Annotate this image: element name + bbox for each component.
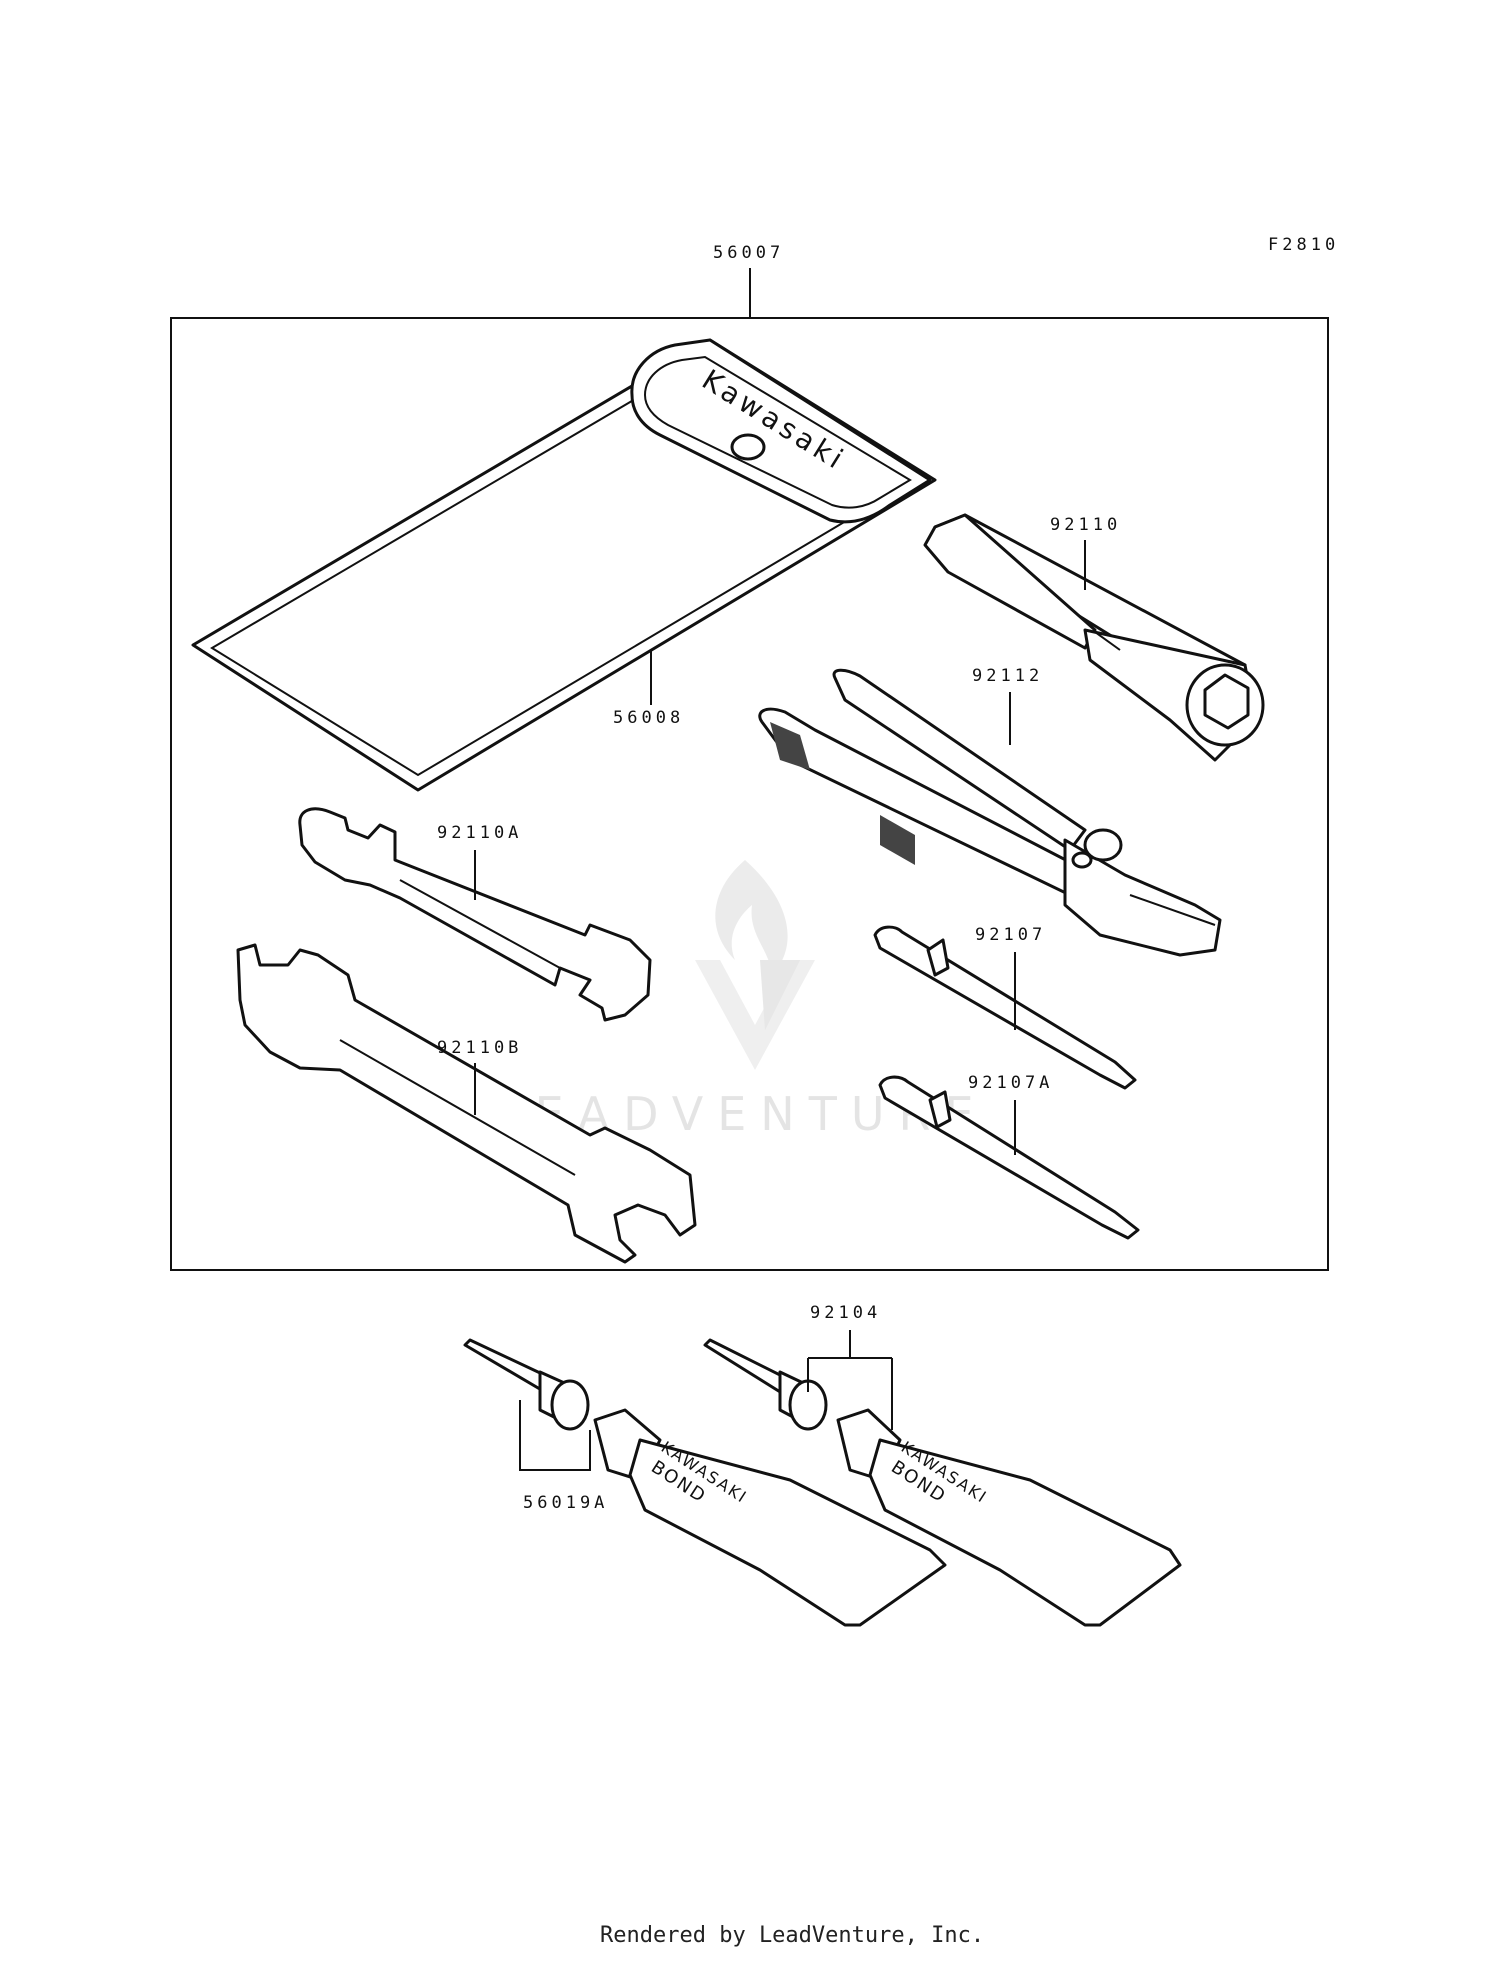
bracket-56019a: [519, 1400, 591, 1471]
wrench-92110b: [236, 943, 697, 1264]
bond-tube-right: KAWASAKI BOND: [703, 1338, 1182, 1627]
footer-credit: Rendered by LeadVenture, Inc.: [600, 1923, 984, 1948]
screwdriver-92107a: [878, 1075, 1140, 1240]
plug-wrench: [923, 513, 1265, 762]
tool-kit-frame: [170, 317, 1329, 1271]
tool-bag: Kawasaki: [191, 338, 937, 792]
label-92104: 92104: [810, 1303, 881, 1323]
figure-code: F2810: [1268, 235, 1339, 255]
label-92110: 92110: [1050, 515, 1121, 535]
label-92107: 92107: [975, 925, 1046, 945]
bracket-92104: [807, 1330, 893, 1430]
label-92112: 92112: [972, 666, 1043, 686]
label-56007: 56007: [713, 243, 784, 263]
label-92107a: 92107A: [968, 1073, 1053, 1093]
label-56019a: 56019A: [523, 1493, 608, 1513]
label-56008: 56008: [613, 708, 684, 728]
label-92110b: 92110B: [437, 1038, 522, 1058]
bond-tube-left: KAWASAKI BOND: [463, 1338, 947, 1627]
label-92110a: 92110A: [437, 823, 522, 843]
pliers: [758, 668, 1222, 957]
screwdriver-92107: [873, 925, 1137, 1090]
wrench-92110a: [298, 807, 652, 1022]
